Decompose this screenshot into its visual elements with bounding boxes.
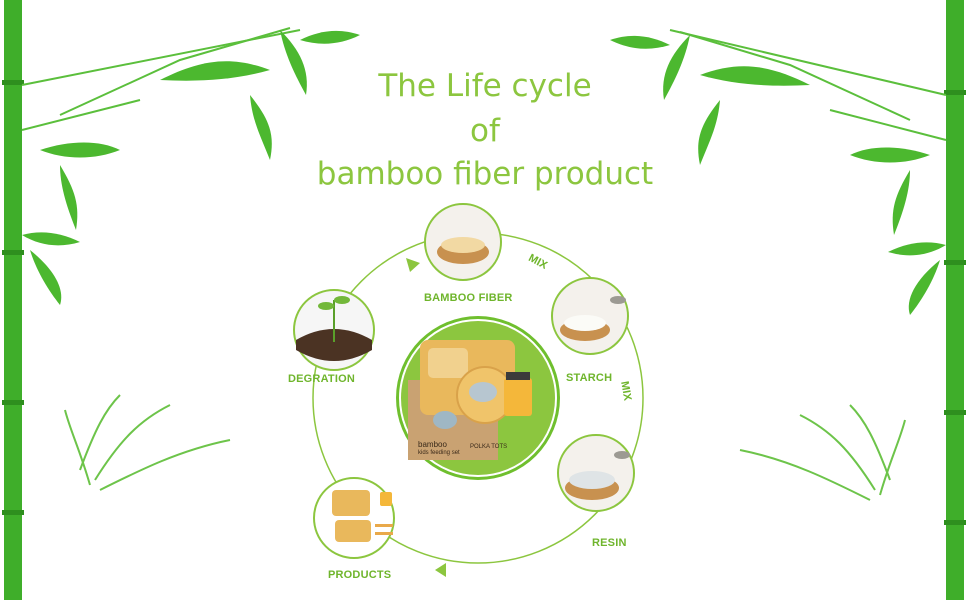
title-line-1: The Life cycle [378, 68, 592, 104]
box-maker-text: POLKA TOTS [470, 444, 508, 450]
label-degration: DEGRATION [288, 373, 355, 385]
arrow-to-products [435, 563, 446, 577]
node-products-image [313, 477, 395, 559]
node-resin-image [557, 434, 635, 512]
label-products: PRODUCTS [328, 569, 392, 581]
bamboo-right-illustration [610, 0, 966, 600]
label-resin: RESIN [592, 537, 627, 549]
center-product-illustration [396, 316, 560, 480]
label-bamboo-fiber: BAMBOO FIBER [424, 292, 513, 304]
node-starch-image [551, 277, 629, 355]
label-starch: STARCH [566, 372, 613, 384]
node-bamboo-fiber-image [424, 203, 502, 281]
bamboo-left-illustration [2, 0, 360, 600]
box-brand-text: bamboo [418, 440, 447, 449]
node-degration-image [293, 289, 375, 371]
title-line-3: bamboo fiber product [316, 156, 654, 192]
box-subtitle-text: kids feeding set [418, 450, 460, 456]
title-line-2: of [470, 113, 500, 149]
arrow-to-bamboo-fiber [406, 258, 420, 272]
